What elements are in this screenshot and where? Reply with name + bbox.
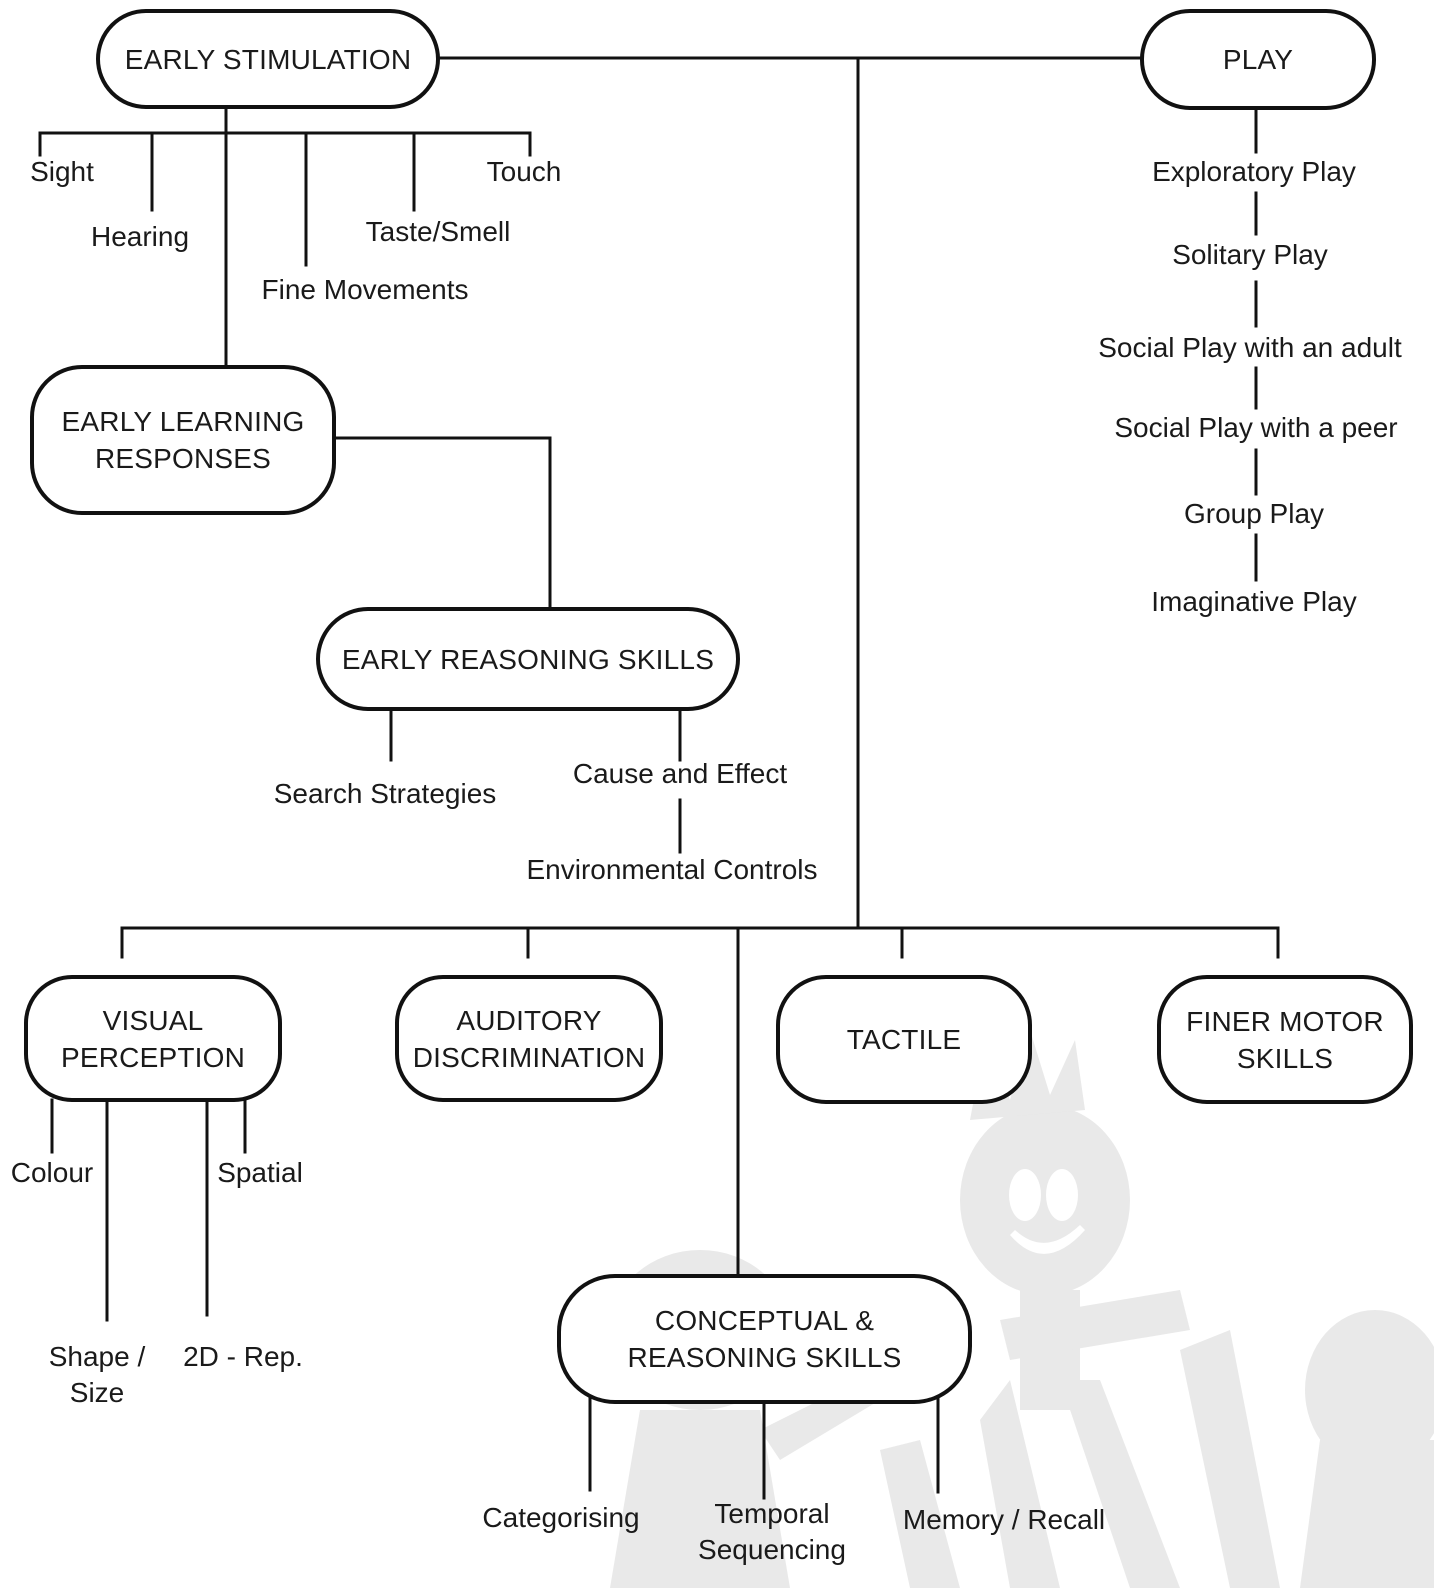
label-social-play-peer: Social Play with a peer [1114, 412, 1398, 443]
label-taste-smell: Taste/Smell [365, 216, 511, 247]
label-cause-and-effect: Cause and Effect [572, 758, 788, 789]
label-shape-size: Shape / Size [48, 1341, 146, 1408]
label-colour: Colour [10, 1157, 94, 1188]
label-exploratory-play: Exploratory Play [1152, 156, 1356, 187]
label-environmental-controls: Environmental Controls [526, 854, 818, 885]
label-social-play-adult: Social Play with an adult [1098, 332, 1402, 363]
label-hearing: Hearing [90, 221, 190, 252]
label-categorising: Categorising [482, 1502, 640, 1533]
label-imaginative-play: Imaginative Play [1151, 586, 1357, 617]
node-visual-perception: VISUAL PERCEPTION [24, 975, 282, 1102]
node-auditory-discrimination: AUDITORY DISCRIMINATION [395, 975, 663, 1102]
label-sight: Sight [30, 156, 94, 187]
node-early-learning-responses: EARLY LEARNING RESPONSES [30, 365, 336, 515]
label-memory-recall: Memory / Recall [902, 1504, 1106, 1535]
label-group-play: Group Play [1183, 498, 1325, 529]
node-early-stimulation: EARLY STIMULATION [96, 9, 440, 109]
label-search-strategies: Search Strategies [273, 778, 497, 809]
node-play: PLAY [1140, 9, 1376, 110]
label-fine-movements: Fine Movements [261, 274, 469, 305]
node-conceptual-reasoning-skills: CONCEPTUAL & REASONING SKILLS [557, 1274, 972, 1404]
label-solitary-play: Solitary Play [1172, 239, 1328, 270]
node-finer-motor-skills: FINER MOTOR SKILLS [1157, 975, 1413, 1104]
label-spatial: Spatial [217, 1157, 303, 1188]
label-temporal-sequencing: Temporal Sequencing [698, 1498, 846, 1565]
label-touch: Touch [486, 156, 562, 187]
node-early-reasoning-skills: EARLY REASONING SKILLS [316, 607, 740, 711]
node-tactile: TACTILE [776, 975, 1032, 1104]
label-2d-rep: 2D - Rep. [183, 1341, 303, 1372]
